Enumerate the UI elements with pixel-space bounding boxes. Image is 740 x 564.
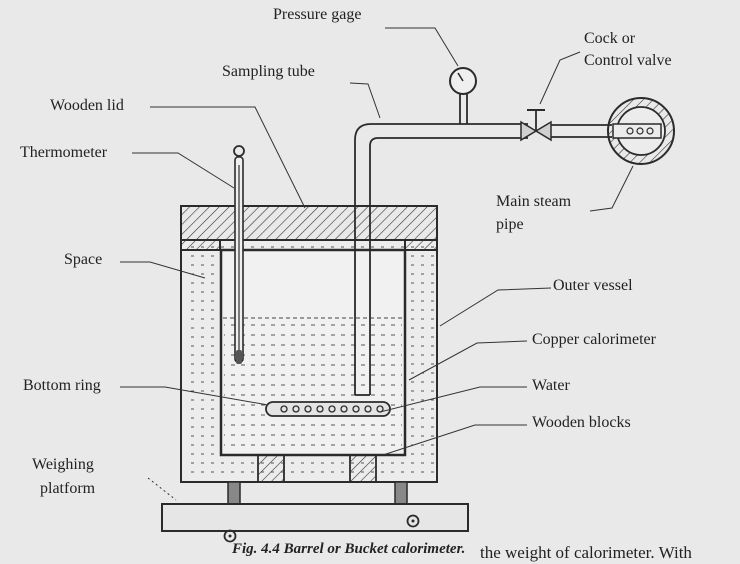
leader-lines xyxy=(120,27,634,501)
label-main-steam-line1: Main steam xyxy=(496,193,572,210)
control-valve xyxy=(520,109,612,142)
label-water: Water xyxy=(532,377,570,394)
label-main-steam-line2: pipe xyxy=(496,216,524,233)
label-outer-vessel: Outer vessel xyxy=(553,277,633,294)
figure-caption: Fig. 4.4 Barrel or Bucket calorimeter. xyxy=(232,541,466,557)
wooden-blocks xyxy=(257,454,377,483)
label-pressure-gage: Pressure gage xyxy=(273,6,362,23)
label-copper-calorimeter: Copper calorimeter xyxy=(532,331,656,348)
thermometer xyxy=(233,145,245,364)
main-steam-pipe xyxy=(607,97,675,165)
pressure-gage xyxy=(449,67,477,124)
sampling-tube xyxy=(354,123,528,396)
label-sampling-tube: Sampling tube xyxy=(222,63,315,80)
copper-calorimeter xyxy=(219,248,407,457)
bottom-ring xyxy=(265,401,391,417)
weighing-platform xyxy=(161,481,469,543)
label-weighing-line2: platform xyxy=(40,480,96,497)
label-space: Space xyxy=(64,251,103,268)
body-text-fragment: the weight of calorimeter. With xyxy=(480,543,692,562)
label-wooden-blocks: Wooden blocks xyxy=(532,414,631,431)
label-thermometer: Thermometer xyxy=(20,144,108,161)
wooden-lid xyxy=(180,205,438,251)
label-cock-line1: Cock or xyxy=(584,30,636,47)
label-weighing-line1: Weighing xyxy=(32,456,94,473)
label-bottom-ring: Bottom ring xyxy=(23,377,101,394)
label-wooden-lid: Wooden lid xyxy=(50,97,124,114)
label-cock-line2: Control valve xyxy=(584,52,672,69)
